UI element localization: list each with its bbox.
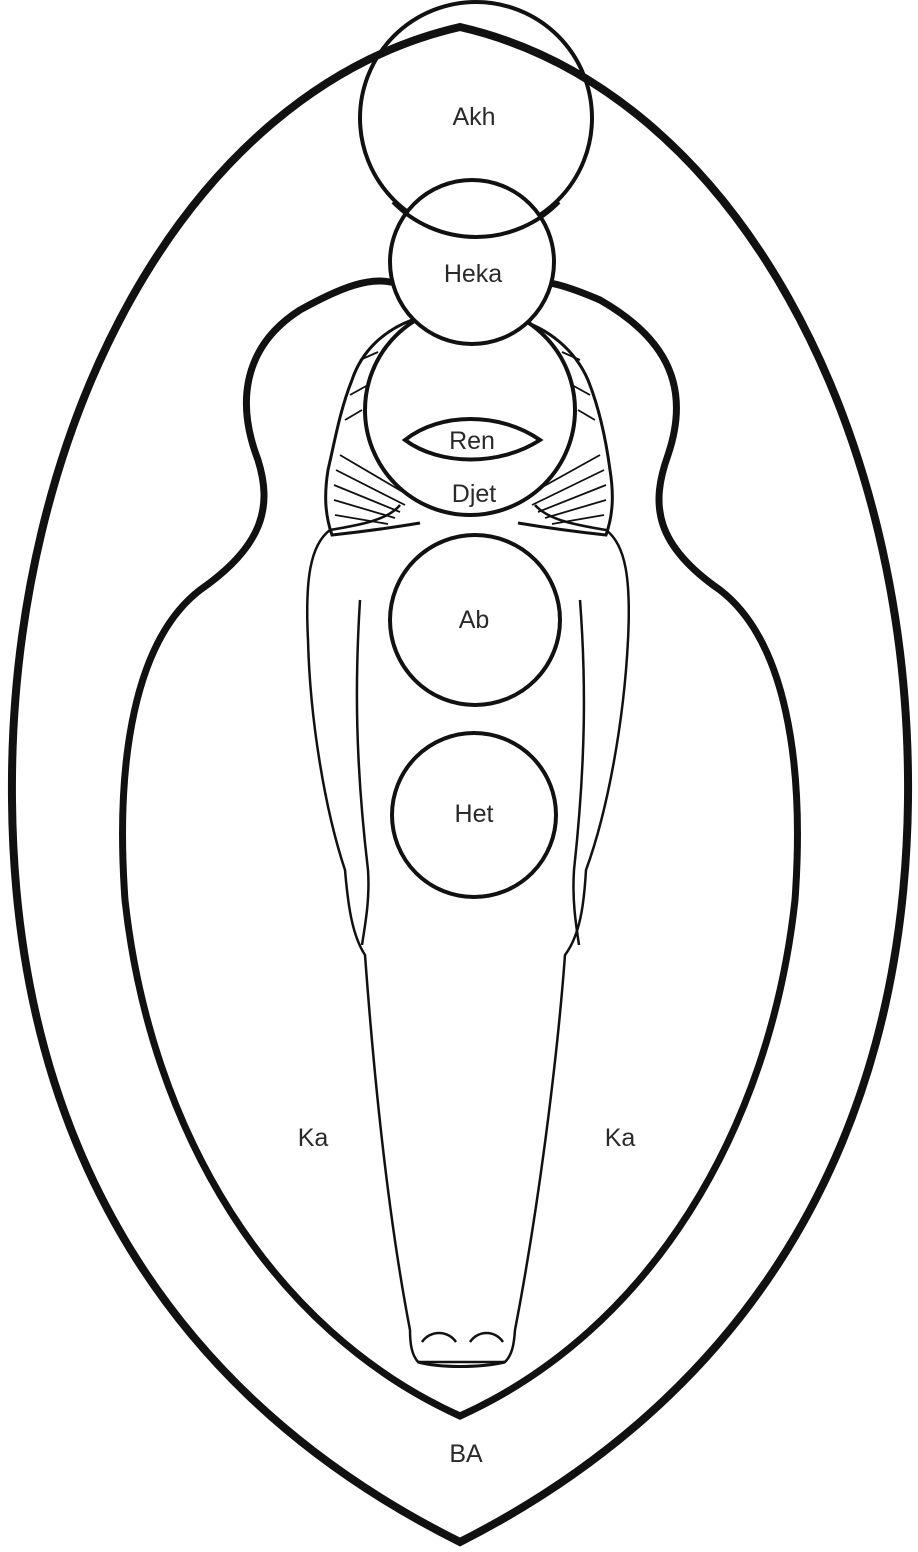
djet-label: Djet (452, 480, 497, 508)
ba-label: BA (449, 1440, 483, 1468)
ren-label: Ren (449, 427, 495, 455)
het-label: Het (455, 800, 494, 828)
feet-marks (422, 1333, 503, 1342)
akh-label: Akh (452, 103, 495, 131)
right-arm-line (573, 600, 583, 945)
heka-label: Heka (444, 260, 502, 288)
ka-right-label: Ka (605, 1124, 636, 1152)
left-arm-line (357, 600, 369, 945)
ka-left-label: Ka (298, 1124, 329, 1152)
ab-label: Ab (459, 606, 490, 634)
